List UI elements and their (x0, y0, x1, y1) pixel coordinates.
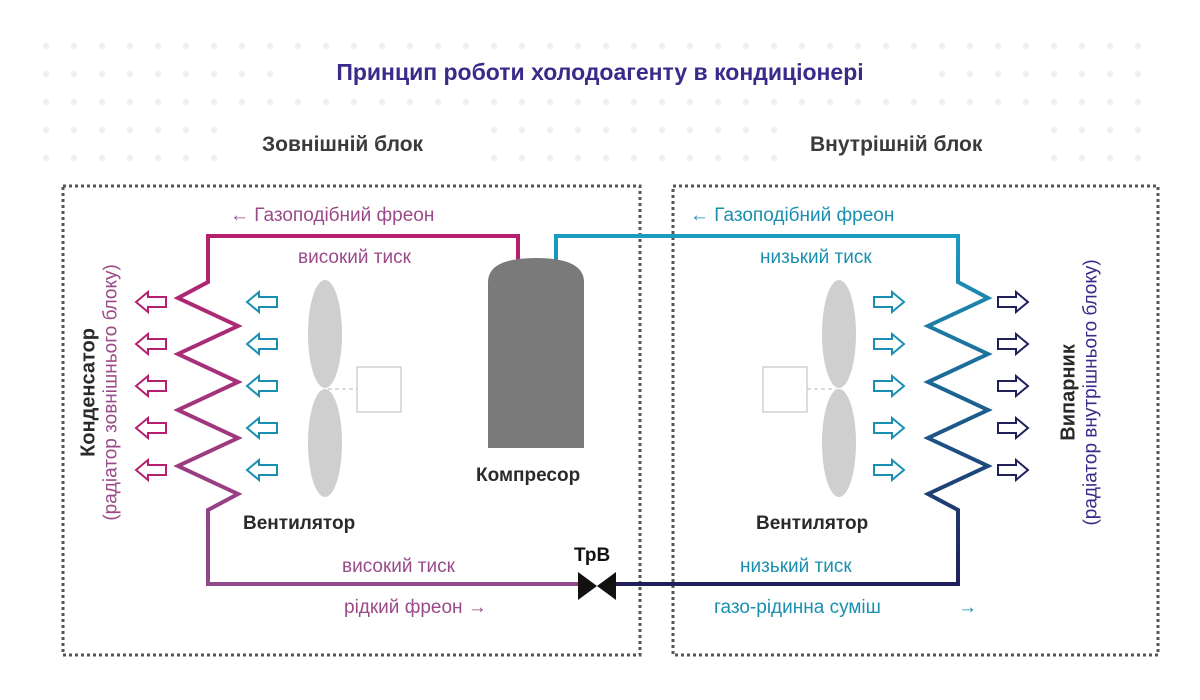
indoor-refrigerant-pipe (554, 234, 993, 586)
compressor-shape (488, 258, 584, 448)
outdoor-unit-box (61, 184, 642, 657)
evaporator-title: Випарник (1057, 344, 1080, 441)
condenser-heat-arrow-icon (134, 331, 167, 357)
condenser-heat-arrow-icon (134, 289, 167, 315)
indoor-unit-box (671, 184, 1160, 657)
indoor-fan-air-arrow-icon (873, 415, 906, 441)
indoor-fan-air-arrow-icon (873, 289, 906, 315)
evaporator-cold-air-arrow-icon (997, 289, 1030, 315)
expansion-valve-icon (578, 572, 616, 600)
indoor-fan-icon (762, 280, 856, 497)
outdoor-fan-label: Вентилятор (243, 513, 356, 534)
indoor-low-pressure-bottom: низький тиск (740, 556, 852, 577)
indoor-fan-air-arrow-icon (873, 331, 906, 357)
outdoor-fan-air-arrow-icon (245, 415, 278, 441)
outdoor-refrigerant-pipe (173, 234, 578, 586)
evaporator-cold-air-arrow-icon (997, 373, 1030, 399)
outdoor-high-pressure-bottom: високий тиск (342, 556, 455, 577)
evaporator-cold-air-arrow-icon (997, 331, 1030, 357)
mixture-label: газо-рідинна суміш (714, 597, 881, 618)
outdoor-fan-air-arrow-icon (245, 331, 278, 357)
outdoor-fan-air-arrow-icon (245, 289, 278, 315)
outdoor-gas-label: ← Газоподібний фреон (230, 205, 435, 226)
condenser-subtitle: (радіатор зовнішнього блоку) (100, 264, 122, 521)
liquid-freon-label: рідкий фреон → (344, 597, 487, 618)
evaporator-cold-air-arrow-icon (997, 457, 1030, 483)
indoor-fan-air-arrow-icon (873, 373, 906, 399)
outdoor-fan-icon (308, 280, 402, 497)
compressor-label: Компресор (476, 465, 581, 486)
indoor-low-pressure-top: низький тиск (760, 247, 872, 268)
background-dot-pattern (43, 43, 1141, 161)
outdoor-high-pressure-top: високий тиск (298, 247, 411, 268)
indoor-gas-label: ← Газоподібний фреон (690, 205, 895, 226)
mixture-arrow: → (958, 597, 977, 618)
evaporator-side-label: Випарник (радіатор внутрішнього блоку) (1058, 232, 1103, 552)
condenser-side-label: Конденсатор (радіатор зовнішнього блоку) (78, 232, 123, 552)
condenser-heat-arrow-icon (134, 415, 167, 441)
evaporator-subtitle: (радіатор внутрішнього блоку) (1080, 259, 1102, 526)
evaporator-cold-air-arrow-icon (997, 415, 1030, 441)
page-title: Принцип роботи холодоагенту в кондиціоне… (336, 59, 864, 85)
outdoor-fan-air-arrow-icon (245, 457, 278, 483)
outdoor-fan-air-arrow-icon (245, 373, 278, 399)
indoor-unit-title: Внутрішній блок (810, 133, 983, 156)
indoor-fan-air-arrow-icon (873, 457, 906, 483)
expansion-valve-label: ТрВ (574, 545, 611, 566)
condenser-heat-arrow-icon (134, 457, 167, 483)
condenser-heat-arrow-icon (134, 373, 167, 399)
indoor-fan-label: Вентилятор (756, 513, 869, 534)
outdoor-unit-title: Зовнішній блок (262, 133, 424, 156)
condenser-title: Конденсатор (77, 328, 100, 457)
